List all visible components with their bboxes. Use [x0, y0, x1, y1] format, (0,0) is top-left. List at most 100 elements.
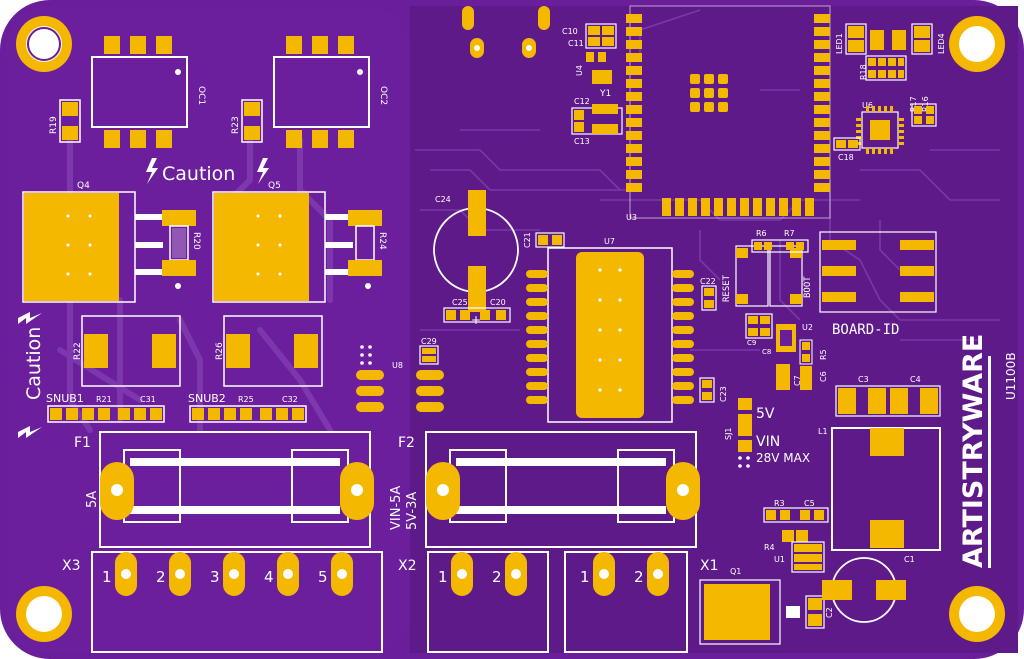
module-pin	[626, 66, 642, 75]
ic-pin	[672, 312, 694, 320]
terminal-pin-label: 2	[492, 568, 502, 586]
svg-text:R21: R21	[96, 395, 112, 404]
svg-text:U2: U2	[802, 323, 813, 332]
usb-connector	[462, 6, 550, 58]
terminal-pin-label: 2	[156, 568, 166, 586]
module-pin	[701, 198, 710, 216]
svg-text:SNUB1: SNUB1	[46, 392, 84, 405]
module-pin	[814, 118, 830, 127]
svg-text:C12: C12	[574, 97, 590, 106]
capacitor-c2: C2	[805, 595, 834, 629]
ic-pin	[672, 396, 694, 404]
components-c10-c11: C10 C11	[562, 23, 617, 49]
ic-pin	[672, 368, 694, 376]
module-pin	[814, 131, 830, 140]
ic-pin	[672, 354, 694, 362]
svg-text:RESET: RESET	[722, 274, 732, 302]
fuse-holder-f2: F2 VIN-5A 5V-3A	[389, 431, 700, 548]
ic-pin	[672, 340, 694, 348]
module-pin	[792, 198, 801, 216]
module-pin	[626, 118, 642, 127]
module-pin	[766, 198, 775, 216]
ic-pin	[526, 284, 548, 292]
module-pin	[662, 198, 671, 216]
snubber-1: SNUB1 R21 C31	[46, 392, 165, 423]
svg-text:Y1: Y1	[599, 89, 611, 99]
ic-pin	[672, 284, 694, 292]
svg-text:R7: R7	[784, 229, 795, 238]
resistor-r19: R19	[49, 99, 81, 143]
components-r5-c6-c7: R5 C6 C7	[776, 339, 828, 390]
ic-pin	[526, 354, 548, 362]
svg-text:C9: C9	[747, 339, 756, 347]
resistor-r26: R26	[215, 315, 323, 387]
svg-text:5V: 5V	[756, 406, 775, 422]
svg-text:BOARD-ID: BOARD-ID	[832, 322, 899, 338]
module-pin	[727, 198, 736, 216]
lightning-icon	[146, 158, 158, 184]
board-id-switch: BOARD-ID	[819, 231, 937, 338]
svg-text:U6: U6	[862, 101, 873, 110]
svg-text:5V-3A: 5V-3A	[405, 492, 420, 530]
svg-text:C32: C32	[282, 395, 298, 404]
module-pin	[814, 183, 830, 192]
module-pin	[740, 198, 749, 216]
svg-text:C24: C24	[435, 195, 451, 204]
part-number: U1100B	[1004, 352, 1018, 400]
svg-text:F1: F1	[74, 435, 91, 451]
svg-text:SNUB2: SNUB2	[188, 392, 226, 405]
svg-text:C7: C7	[793, 375, 802, 386]
svg-text:C18: C18	[838, 153, 854, 162]
module-pin	[626, 27, 642, 36]
refdes-oc1: OC1	[196, 86, 206, 105]
svg-text:C22: C22	[700, 277, 716, 286]
module-pin	[626, 105, 642, 114]
refdes-r23: R23	[231, 116, 241, 134]
solder-jumper-sj1[interactable]: SJ1 5V VIN 28V MAX	[724, 398, 810, 468]
mosfet-q4: Q4	[22, 181, 163, 303]
svg-text:C8: C8	[762, 348, 771, 356]
thermal-pad	[690, 74, 700, 84]
ic-pin	[526, 312, 548, 320]
svg-text:VIN-5A: VIN-5A	[389, 486, 404, 530]
svg-text:BOOT: BOOT	[803, 276, 813, 298]
ic-pin	[672, 326, 694, 334]
ic-u1: R4 U1	[764, 530, 825, 573]
caution-label-side: Caution	[23, 327, 45, 400]
module-pin	[626, 170, 642, 179]
svg-text:F2: F2	[398, 435, 415, 451]
svg-text:C3: C3	[858, 375, 869, 384]
module-pin	[626, 92, 642, 101]
svg-text:C10: C10	[562, 27, 578, 36]
svg-text:LED4: LED4	[937, 33, 946, 54]
refdes-r19: R19	[49, 116, 59, 134]
module-pin	[626, 131, 642, 140]
leds-area: LED1 LED4 R18 R17 R16	[835, 23, 946, 127]
svg-text:C23: C23	[719, 386, 728, 402]
terminal-pin-label: 1	[102, 568, 112, 586]
module-pin	[675, 198, 684, 216]
thermal-pad	[718, 102, 728, 112]
svg-text:28V MAX: 28V MAX	[756, 451, 810, 465]
ic-pin	[672, 382, 694, 390]
module-pin	[753, 198, 762, 216]
svg-text:SJ1: SJ1	[724, 427, 733, 440]
module-pin	[626, 157, 642, 166]
refdes-r20: R20	[191, 232, 201, 250]
components-r3-c5: R3 C5	[763, 499, 829, 523]
snubber-2: SNUB2 R25 C32	[188, 392, 307, 423]
capacitors-c9-c8: C9 C8	[745, 313, 773, 356]
module-pin	[814, 79, 830, 88]
svg-text:U4: U4	[575, 65, 584, 76]
resistor-r24: R24	[348, 210, 387, 276]
module-pin	[814, 40, 830, 49]
svg-text:X1: X1	[700, 558, 719, 574]
crystal-y1: Y1 C12 C13	[571, 89, 623, 146]
svg-text:L1: L1	[818, 427, 828, 436]
svg-text:C5: C5	[804, 499, 815, 508]
terminal-pin-label: 5	[318, 568, 328, 586]
svg-text:Caution: Caution	[162, 163, 235, 185]
module-pin	[626, 183, 642, 192]
svg-text:5A: 5A	[85, 491, 100, 508]
